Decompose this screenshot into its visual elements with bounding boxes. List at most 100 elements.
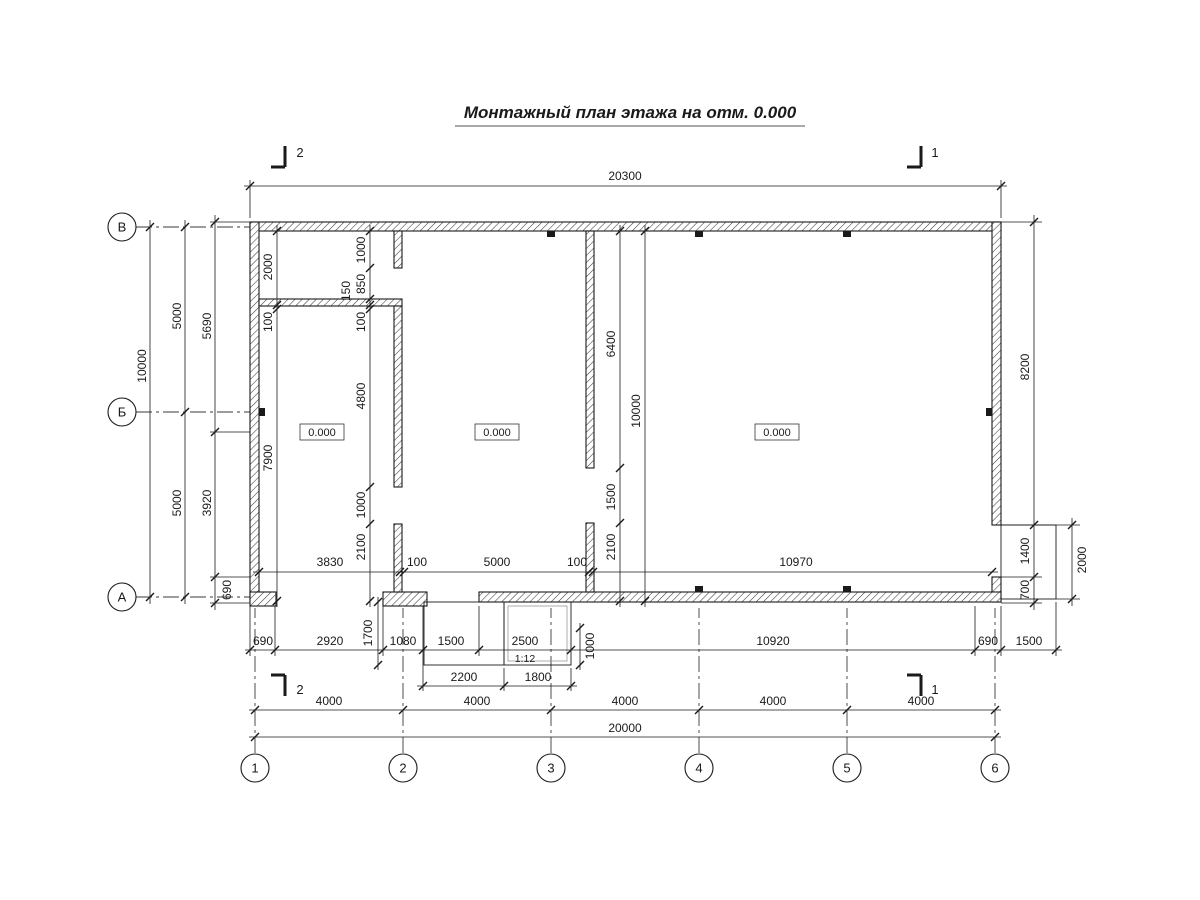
wall-partition1-mid bbox=[393, 305, 403, 488]
dim-right-upper: 8200 bbox=[1018, 353, 1032, 380]
dim-bot-3: 1080 bbox=[390, 634, 417, 648]
dim-axis-span-2: 4000 bbox=[464, 694, 491, 708]
dim-w2-opening: 1000 bbox=[354, 491, 368, 518]
dim-bot-4: 1500 bbox=[438, 634, 465, 648]
dim-right-door: 1400 bbox=[1018, 537, 1032, 564]
section-marks: 2 1 2 1 bbox=[271, 145, 939, 697]
dimension-ticks bbox=[245, 645, 1061, 655]
axis-col-4: 4 bbox=[695, 761, 702, 776]
wall-partition1-top bbox=[393, 230, 403, 269]
dim-porch-width: 2200 bbox=[451, 670, 478, 684]
dimension-labels: 20300 10000 5000 5000 5690 3920 690 2000… bbox=[135, 169, 1089, 735]
ramp-slope-label: 1:12 bbox=[515, 653, 536, 665]
dim-w2-wall: 100 bbox=[354, 312, 368, 332]
axis-row-bottom: А bbox=[118, 590, 127, 605]
dim-ramp-length: 1000 bbox=[583, 632, 597, 659]
dim-room1-wall: 100 bbox=[261, 312, 275, 332]
dim-room1-depth: 2000 bbox=[261, 253, 275, 280]
dimension-ticks bbox=[373, 597, 383, 670]
dimension-ticks bbox=[1029, 217, 1039, 608]
dimension-ticks bbox=[418, 681, 576, 691]
level-mark-room1: 0.000 bbox=[308, 427, 336, 439]
dim-w2-door: 850 bbox=[354, 274, 368, 294]
section-label-2-top: 2 bbox=[296, 145, 303, 160]
axis-col-6: 6 bbox=[991, 761, 998, 776]
axis-bubbles: В Б А 1 2 3 4 5 6 bbox=[107, 212, 1010, 783]
dim-axis-span-3: 4000 bbox=[612, 694, 639, 708]
dim-mid-upper: 6400 bbox=[604, 330, 618, 357]
level-marks: 0.000 0.000 0.000 bbox=[299, 423, 800, 441]
dim-w2-mid: 4800 bbox=[354, 382, 368, 409]
axis-row-mid: Б bbox=[118, 405, 127, 420]
ramp-inner-edge bbox=[507, 605, 568, 662]
axis-grid-lines bbox=[136, 226, 996, 753]
axis-col-2: 2 bbox=[399, 761, 406, 776]
dim-left-half-upper: 5000 bbox=[170, 302, 184, 329]
wall-right-upper bbox=[991, 221, 1002, 526]
dim-left-half-lower: 5000 bbox=[170, 489, 184, 516]
dimension-ticks bbox=[245, 181, 1006, 191]
mounting-marks bbox=[259, 231, 992, 592]
wall-bottom-long bbox=[478, 591, 1002, 603]
level-mark-room2: 0.000 bbox=[483, 427, 511, 439]
axis-col-1: 1 bbox=[251, 761, 258, 776]
wall-left bbox=[249, 221, 260, 603]
axis-col-3: 3 bbox=[547, 761, 554, 776]
dim-axis-span-5: 4000 bbox=[908, 694, 935, 708]
wall-bottom-stub-left bbox=[249, 591, 277, 607]
dim-left-overall: 10000 bbox=[135, 349, 149, 383]
section-label-1-top: 1 bbox=[931, 145, 938, 160]
level-mark-room3: 0.000 bbox=[763, 427, 791, 439]
dim-w2-top: 1000 bbox=[354, 236, 368, 263]
dim-left-seg-upper: 5690 bbox=[200, 312, 214, 339]
axis-row-top: В bbox=[118, 220, 127, 235]
section-label-1-bottom: 1 bbox=[931, 682, 938, 697]
dimension-ticks bbox=[180, 222, 190, 602]
wall-partition1-bottom bbox=[393, 523, 403, 593]
dimension-ticks bbox=[145, 222, 155, 602]
dim-right-bottom: 700 bbox=[1018, 580, 1032, 600]
dim-w2-bottom: 2100 bbox=[354, 533, 368, 560]
dim-mid-bottom: 2100 bbox=[604, 533, 618, 560]
dim-left-seg-lower: 3920 bbox=[200, 489, 214, 516]
dimension-ticks bbox=[615, 226, 625, 606]
dimension-ticks bbox=[250, 705, 1000, 715]
dim-top-overall: 20300 bbox=[608, 169, 642, 183]
dim-bot-2: 2920 bbox=[317, 634, 344, 648]
dimension-ticks bbox=[365, 226, 375, 606]
dim-inner-right: 10970 bbox=[779, 555, 813, 569]
dimension-ticks bbox=[250, 732, 1000, 742]
dimension-ticks bbox=[210, 217, 220, 608]
dim-inner-left: 3830 bbox=[317, 555, 344, 569]
dim-ramp-width: 1800 bbox=[525, 670, 552, 684]
entrance-ramp bbox=[423, 601, 572, 666]
wall-partition2-top bbox=[585, 230, 595, 469]
dim-mid-overall: 10000 bbox=[629, 394, 643, 428]
dim-axis-span-1: 4000 bbox=[316, 694, 343, 708]
dimension-ticks bbox=[640, 226, 650, 606]
ramp bbox=[503, 601, 572, 666]
wall-partition2-bottom bbox=[585, 522, 595, 593]
dim-bot-8: 1500 bbox=[1016, 634, 1043, 648]
dim-bot-1: 690 bbox=[253, 634, 273, 648]
dim-inner-wall1: 100 bbox=[407, 555, 427, 569]
dimension-ticks bbox=[1067, 520, 1077, 604]
dim-bot-7: 690 bbox=[978, 634, 998, 648]
dimension-ticks bbox=[575, 623, 585, 670]
dim-left-seg-bottom: 690 bbox=[220, 580, 234, 600]
page-title: Монтажный план этажа на отм. 0.000 bbox=[464, 103, 797, 122]
dim-bot-5: 2500 bbox=[512, 634, 539, 648]
drawing-title: Монтажный план этажа на отм. 0.000 bbox=[455, 103, 805, 127]
dim-axis-span-4: 4000 bbox=[760, 694, 787, 708]
dimension-ticks bbox=[254, 567, 997, 577]
dim-inner-wall2: 100 bbox=[567, 555, 587, 569]
dim-porch-depth: 1700 bbox=[361, 619, 375, 646]
dimension-lines bbox=[149, 180, 1080, 738]
dim-bot-6: 10920 bbox=[756, 634, 790, 648]
dim-w2-pier: 150 bbox=[339, 281, 353, 301]
wall-bottom-pier bbox=[382, 591, 428, 607]
section-label-2-bottom: 2 bbox=[296, 682, 303, 697]
wall-room-divider bbox=[258, 298, 403, 307]
